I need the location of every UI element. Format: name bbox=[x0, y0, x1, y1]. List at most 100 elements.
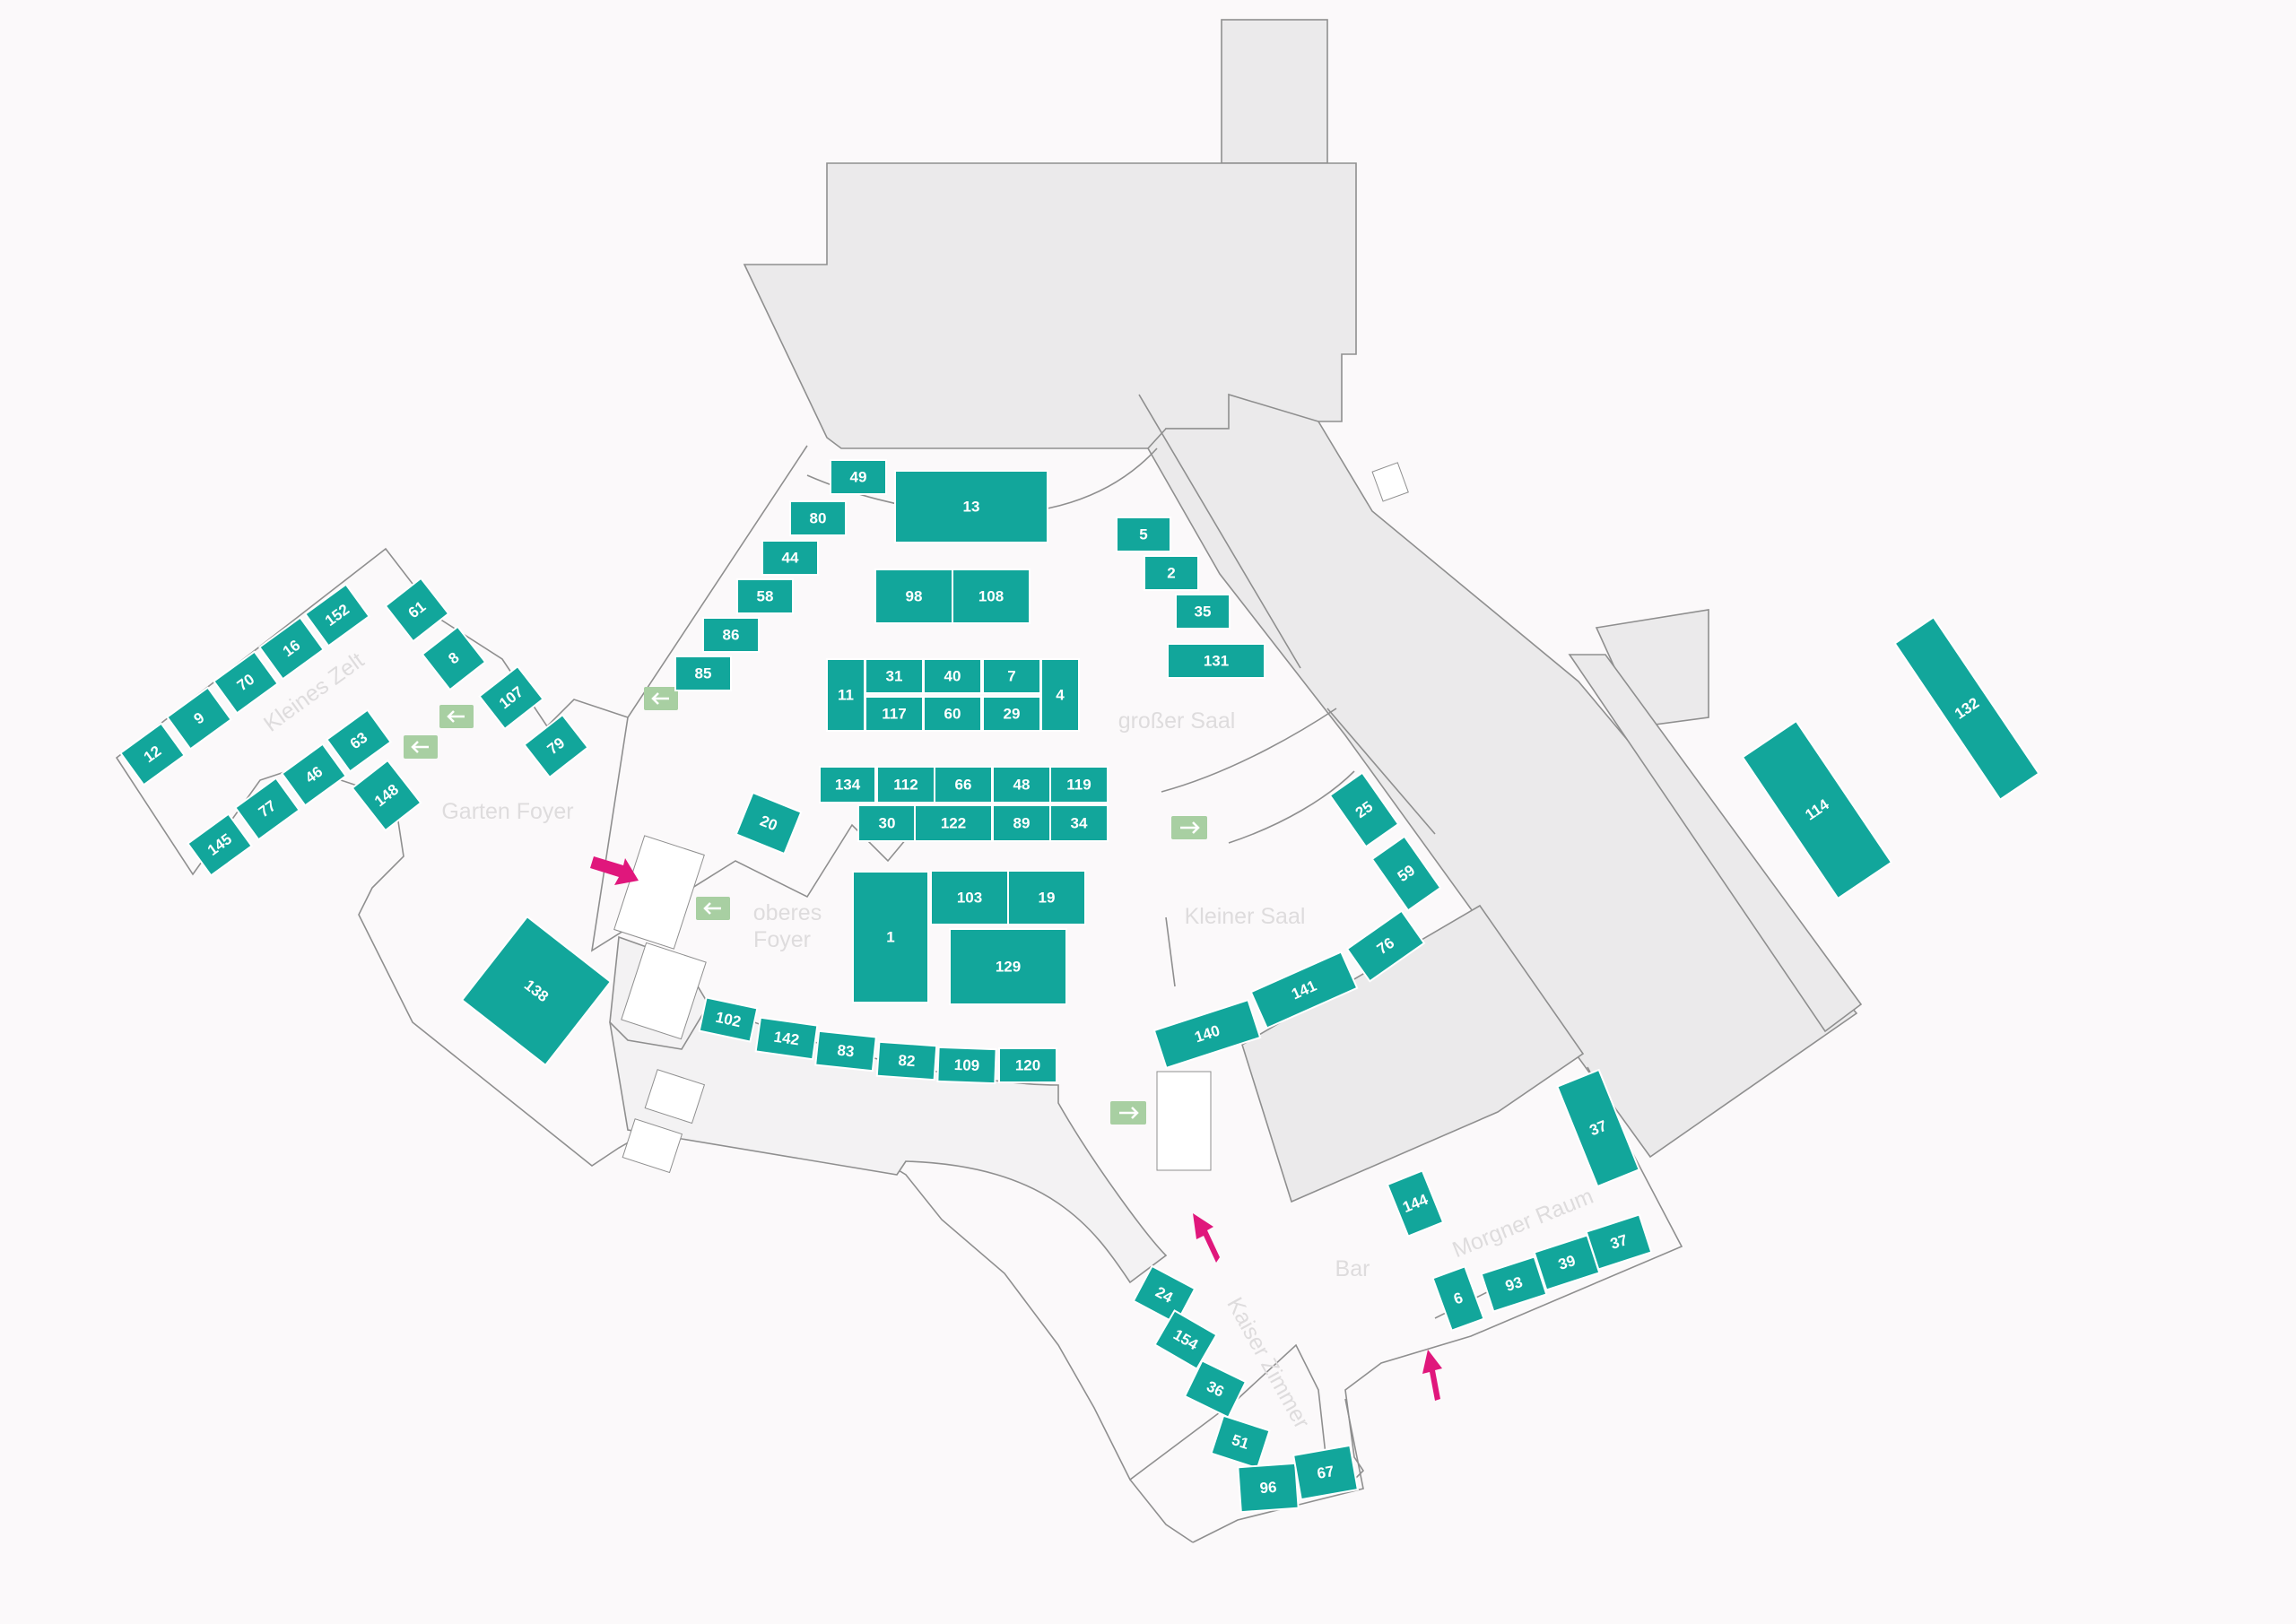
booth-49[interactable]: 49 bbox=[830, 459, 887, 495]
booth-shape[interactable] bbox=[351, 759, 422, 832]
booth-96[interactable]: 96 bbox=[1237, 1462, 1300, 1514]
booth-shape[interactable] bbox=[304, 583, 370, 647]
booth-7[interactable]: 7 bbox=[982, 658, 1041, 694]
booth-63[interactable]: 63 bbox=[326, 708, 392, 773]
booth-shape[interactable] bbox=[1167, 643, 1265, 679]
booth-shape[interactable] bbox=[119, 722, 186, 786]
booth-shape[interactable] bbox=[234, 777, 300, 841]
booth-82[interactable]: 82 bbox=[875, 1040, 938, 1081]
booth-shape[interactable] bbox=[923, 696, 982, 732]
booth-shape[interactable] bbox=[1292, 1444, 1360, 1501]
booth-shape[interactable] bbox=[875, 1040, 938, 1081]
booth-44[interactable]: 44 bbox=[761, 540, 819, 576]
booth-shape[interactable] bbox=[830, 459, 887, 495]
booth-39[interactable]: 39 bbox=[1533, 1234, 1601, 1291]
booth-shape[interactable] bbox=[281, 743, 347, 807]
booth-shape[interactable] bbox=[754, 1016, 819, 1061]
booth-shape[interactable] bbox=[1893, 616, 2040, 801]
booth-shape[interactable] bbox=[930, 870, 1009, 925]
booth-60[interactable]: 60 bbox=[923, 696, 982, 732]
booth-shape[interactable] bbox=[1480, 1255, 1548, 1313]
booth-102[interactable]: 102 bbox=[698, 996, 759, 1043]
booth-31[interactable]: 31 bbox=[865, 658, 924, 694]
booth-shape[interactable] bbox=[213, 650, 279, 715]
booth-114[interactable]: 114 bbox=[1741, 719, 1893, 900]
booth-shape[interactable] bbox=[1152, 998, 1262, 1070]
booth-103[interactable]: 103 bbox=[930, 870, 1009, 925]
booth-77[interactable]: 77 bbox=[234, 777, 300, 841]
booth-112[interactable]: 112 bbox=[876, 766, 935, 803]
booth-shape[interactable] bbox=[814, 1029, 877, 1073]
booth-shape[interactable] bbox=[876, 766, 935, 803]
booth-119[interactable]: 119 bbox=[1049, 766, 1109, 803]
booth-122[interactable]: 122 bbox=[914, 804, 993, 842]
booth-11[interactable]: 11 bbox=[826, 658, 865, 732]
booth-46[interactable]: 46 bbox=[281, 743, 347, 807]
booth-shape[interactable] bbox=[1328, 771, 1400, 848]
booth-35[interactable]: 35 bbox=[1175, 594, 1231, 630]
booth-shape[interactable] bbox=[923, 658, 982, 694]
booth-shape[interactable] bbox=[1386, 1169, 1445, 1238]
booth-117[interactable]: 117 bbox=[865, 696, 924, 732]
booth-shape[interactable] bbox=[166, 686, 232, 751]
booth-19[interactable]: 19 bbox=[1007, 870, 1086, 925]
booth-shape[interactable] bbox=[460, 915, 613, 1067]
booth-shape[interactable] bbox=[998, 1047, 1057, 1083]
booth-148[interactable]: 148 bbox=[351, 759, 422, 832]
booth-138[interactable]: 138 bbox=[460, 915, 613, 1067]
booth-shape[interactable] bbox=[865, 696, 924, 732]
booth-61[interactable]: 61 bbox=[384, 577, 450, 643]
booth-shape[interactable] bbox=[952, 569, 1031, 624]
booth-shape[interactable] bbox=[819, 766, 876, 803]
booth-13[interactable]: 13 bbox=[894, 470, 1048, 543]
booth-12[interactable]: 12 bbox=[119, 722, 186, 786]
booth-shape[interactable] bbox=[1210, 1414, 1271, 1470]
booth-shape[interactable] bbox=[826, 658, 865, 732]
booth-shape[interactable] bbox=[1007, 870, 1086, 925]
booth-shape[interactable] bbox=[914, 804, 993, 842]
booth-37[interactable]: 37 bbox=[1585, 1213, 1653, 1271]
booth-86[interactable]: 86 bbox=[702, 617, 760, 653]
booth-shape[interactable] bbox=[702, 617, 760, 653]
booth-79[interactable]: 79 bbox=[523, 713, 589, 779]
booth-2[interactable]: 2 bbox=[1144, 555, 1199, 591]
booth-58[interactable]: 58 bbox=[736, 578, 794, 614]
booth-shape[interactable] bbox=[949, 928, 1067, 1005]
booth-shape[interactable] bbox=[384, 577, 450, 643]
booth-120[interactable]: 120 bbox=[998, 1047, 1057, 1083]
booth-5[interactable]: 5 bbox=[1116, 517, 1171, 552]
booth-59[interactable]: 59 bbox=[1370, 835, 1442, 912]
booth-51[interactable]: 51 bbox=[1210, 1414, 1271, 1470]
booth-shape[interactable] bbox=[698, 996, 759, 1043]
booth-25[interactable]: 25 bbox=[1328, 771, 1400, 848]
booth-shape[interactable] bbox=[894, 470, 1048, 543]
booth-shape[interactable] bbox=[982, 696, 1041, 732]
booth-16[interactable]: 16 bbox=[258, 616, 325, 681]
booth-shape[interactable] bbox=[857, 804, 917, 842]
booth-89[interactable]: 89 bbox=[992, 804, 1051, 842]
booth-109[interactable]: 109 bbox=[936, 1046, 997, 1085]
booth-80[interactable]: 80 bbox=[789, 500, 847, 536]
booth-108[interactable]: 108 bbox=[952, 569, 1031, 624]
booth-9[interactable]: 9 bbox=[166, 686, 232, 751]
booth-shape[interactable] bbox=[421, 625, 487, 691]
booth-shape[interactable] bbox=[1249, 951, 1359, 1029]
booth-48[interactable]: 48 bbox=[992, 766, 1051, 803]
booth-29[interactable]: 29 bbox=[982, 696, 1041, 732]
booth-20[interactable]: 20 bbox=[735, 791, 803, 855]
booth-140[interactable]: 140 bbox=[1152, 998, 1262, 1070]
booth-141[interactable]: 141 bbox=[1249, 951, 1359, 1029]
booth-40[interactable]: 40 bbox=[923, 658, 982, 694]
booth-shape[interactable] bbox=[478, 664, 544, 731]
booth-37[interactable]: 37 bbox=[1556, 1068, 1640, 1188]
booth-shape[interactable] bbox=[1585, 1213, 1653, 1271]
booth-152[interactable]: 152 bbox=[304, 583, 370, 647]
booth-shape[interactable] bbox=[1345, 909, 1426, 983]
booth-shape[interactable] bbox=[1132, 1264, 1196, 1325]
booth-shape[interactable] bbox=[1237, 1462, 1300, 1514]
booth-shape[interactable] bbox=[789, 500, 847, 536]
booth-24[interactable]: 24 bbox=[1132, 1264, 1196, 1325]
booth-6[interactable]: 6 bbox=[1431, 1265, 1485, 1332]
booth-8[interactable]: 8 bbox=[421, 625, 487, 691]
booth-93[interactable]: 93 bbox=[1480, 1255, 1548, 1313]
